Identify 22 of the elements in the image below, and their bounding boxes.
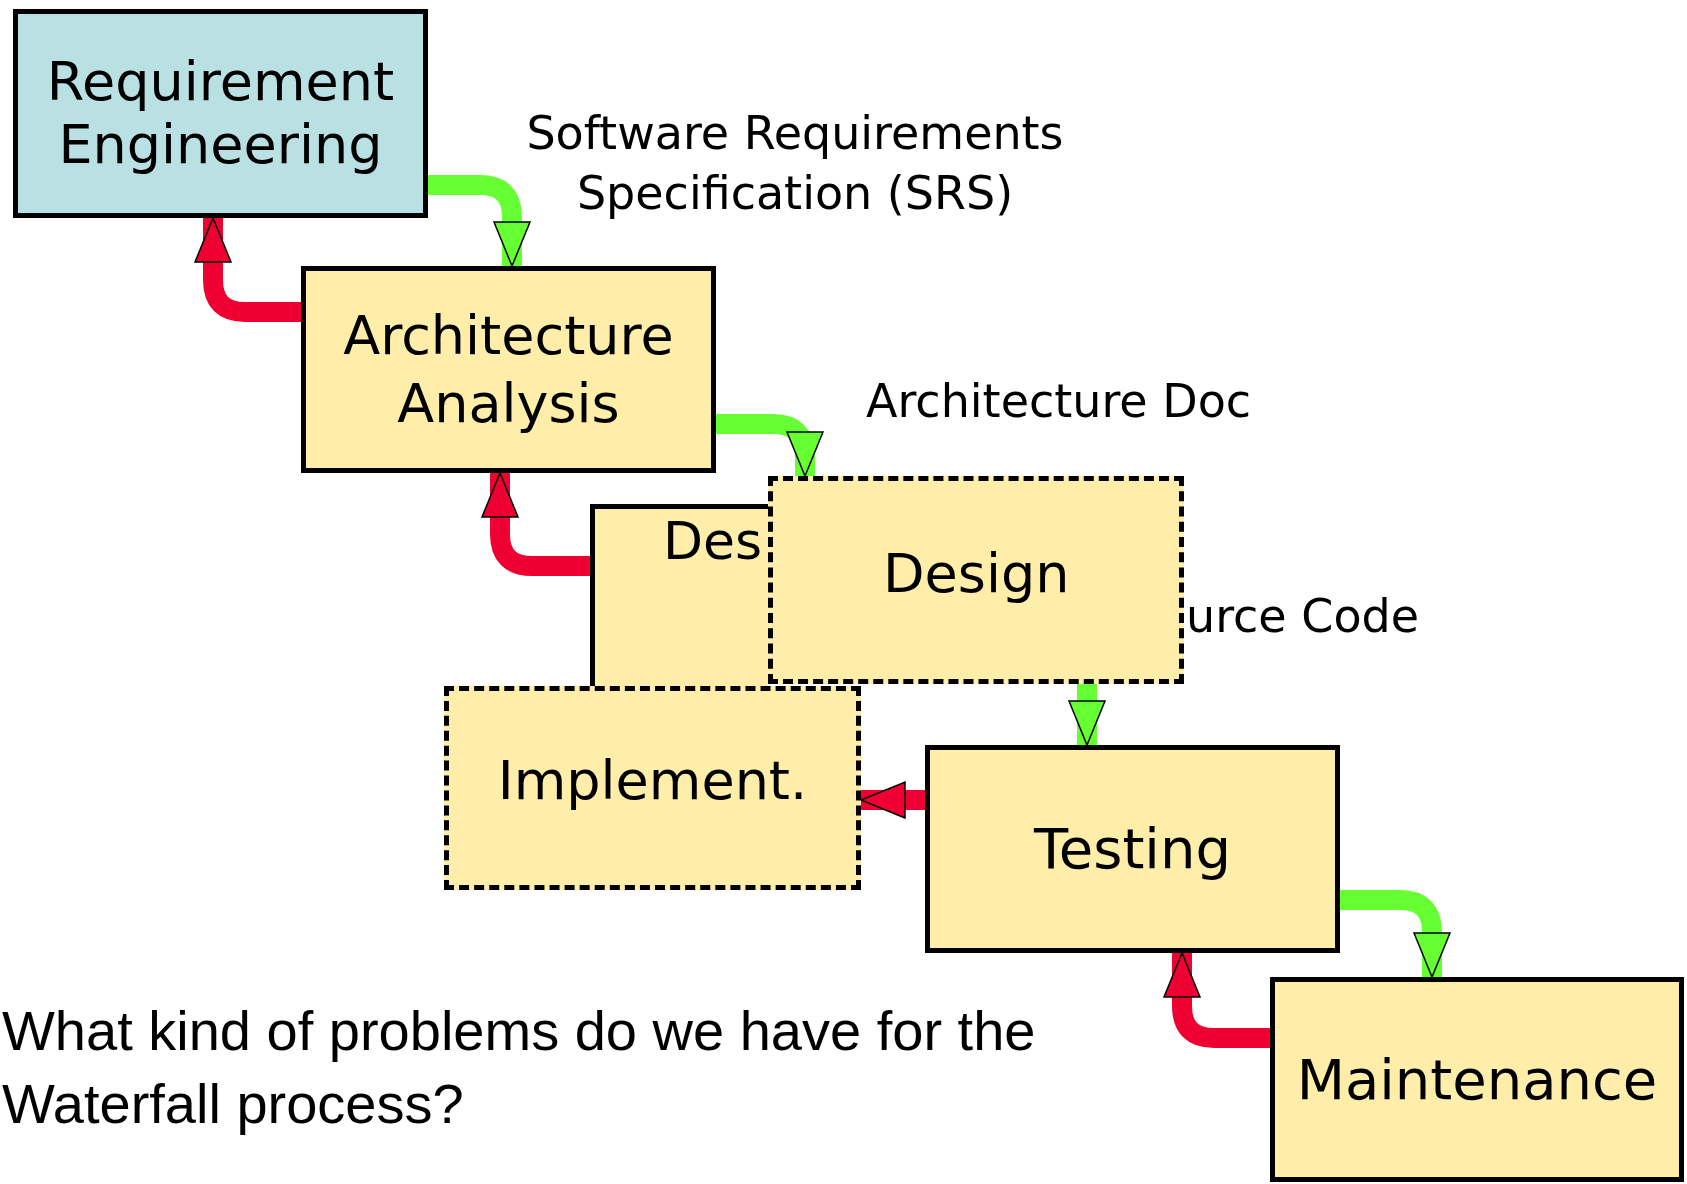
arrow [1068,684,1106,746]
process-box [301,266,716,473]
arrow [860,781,925,819]
artifact-label: Software Requirements Specification (SRS) [525,105,1065,222]
artifact-label: urce Code [1186,588,1420,645]
box-label: Maintenance [1296,1045,1658,1114]
process-box [768,476,1184,684]
question-text: What kind of problems do we have for the Waterfall process? [2,998,1037,1137]
process-box [444,686,861,890]
box-label: Implement. [497,747,808,814]
box-label: Architecture Analysis [342,303,675,437]
process-box [925,745,1340,953]
box-label: Testing [1034,815,1231,883]
process-box [1270,977,1684,1182]
process-box [590,504,768,686]
box-label: Des [663,515,763,567]
artifact-label: Architecture Doc [866,373,1252,430]
process-box [13,9,428,218]
arrow [1340,890,1451,978]
box-label: Requirement Engineering [45,51,396,176]
arrow [481,472,590,576]
box-label: Design [883,540,1070,607]
